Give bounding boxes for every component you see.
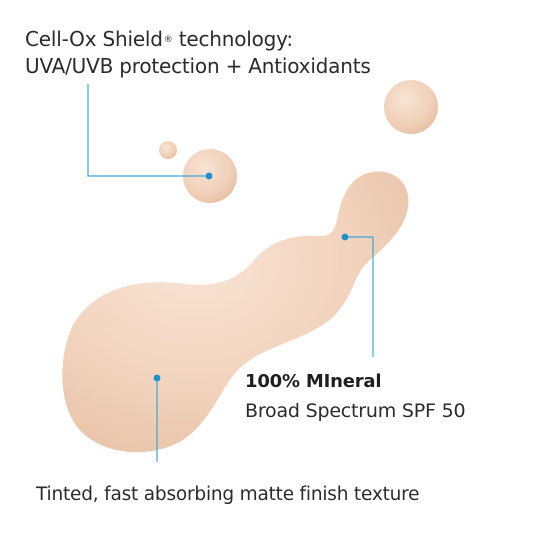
callout-line-mineral <box>345 236 374 357</box>
callout-dot-texture <box>153 374 161 382</box>
technology-suffix: technology: <box>172 27 293 51</box>
texture-caption: Tintеd, fast absorbing matte finish text… <box>36 484 420 505</box>
spf-subtitle: Broad Spectrum SPF 50 <box>245 400 466 422</box>
callout-dot-tech <box>205 172 213 180</box>
callout-line-tech <box>87 84 209 177</box>
protection-benefit-text: UVA/UVB protection + Antioxidants <box>25 54 371 78</box>
main-swatch-blob <box>62 171 409 453</box>
mineral-title: 100% MIneral <box>245 371 382 392</box>
droplet-small <box>159 141 177 159</box>
technology-name: Cell-Ox Shield <box>25 27 163 51</box>
callout-dot-mineral <box>341 233 349 241</box>
droplet-large <box>384 80 438 134</box>
registered-mark: ® <box>163 35 173 45</box>
technology-heading: Cell-Ox Shield® technology: <box>25 26 293 52</box>
